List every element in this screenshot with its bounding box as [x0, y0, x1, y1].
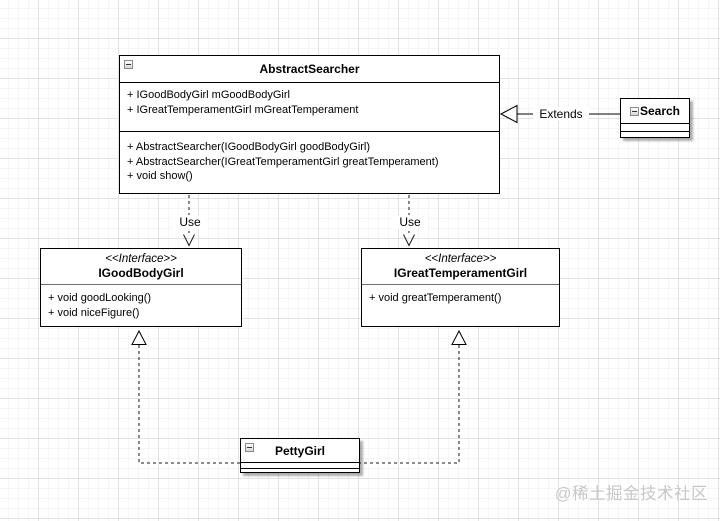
field-line: + IGoodBodyGirl mGoodBodyGirl — [127, 89, 290, 101]
implements-left-arrowhead-icon — [131, 329, 147, 345]
use-right-edge-label: Use — [392, 215, 428, 229]
implements-left-connector-line — [138, 345, 240, 464]
watermark-text: @稀土掘金技术社区 — [554, 485, 708, 503]
empty-fields-compartment — [621, 123, 689, 131]
class-box-search: Search — [620, 98, 690, 138]
use-right-arrowhead-icon — [403, 234, 415, 247]
method-line: + void greatTemperament() — [369, 292, 502, 304]
stereotype-label: <<Interface>> — [424, 253, 497, 265]
methods-compartment: + void goodLooking() + void niceFigure() — [41, 284, 241, 326]
use-left-arrowhead-icon — [183, 234, 195, 247]
collapse-icon — [629, 106, 639, 116]
class-name: PettyGirl — [274, 443, 325, 458]
empty-methods-compartment — [621, 131, 689, 137]
method-line: + AbstractSearcher(IGoodBodyGirl goodBod… — [127, 141, 371, 153]
extends-arrowhead-icon — [499, 104, 518, 124]
method-line: + AbstractSearcher(IGreatTemperamentGirl… — [127, 155, 439, 168]
interface-box-igoodbodygirl: <<Interface>> IGoodBodyGirl + void goodL… — [40, 248, 242, 327]
implements-right-connector-line — [360, 345, 460, 464]
interface-box-igreattemperamentgirl: <<Interface>> IGreatTemperamentGirl + vo… — [361, 248, 560, 327]
implements-right-arrowhead-icon — [451, 329, 467, 345]
method-line: + void niceFigure() — [48, 306, 140, 319]
method-line: + void show() — [127, 170, 193, 182]
class-name: AbstractSearcher — [259, 62, 360, 76]
empty-methods-compartment — [241, 468, 359, 472]
class-box-abstract-searcher: AbstractSearcher + IGoodBodyGirl mGoodBo… — [119, 55, 500, 194]
extends-edge-label: Extends — [533, 107, 589, 121]
interface-title-row: <<Interface>> IGreatTemperamentGirl — [362, 249, 559, 284]
class-title-row: Search — [621, 99, 689, 123]
empty-fields-compartment — [241, 462, 359, 468]
field-line: + IGreatTemperamentGirl mGreatTemperamen… — [127, 104, 359, 116]
methods-compartment: + AbstractSearcher(IGoodBodyGirl goodBod… — [120, 131, 499, 193]
interface-name: IGreatTemperamentGirl — [393, 266, 528, 280]
class-title-row: PettyGirl — [241, 439, 359, 462]
interface-title-row: <<Interface>> IGoodBodyGirl — [41, 249, 241, 284]
class-title-row: AbstractSearcher — [120, 56, 499, 82]
class-box-pettygirl: PettyGirl — [240, 438, 360, 473]
interface-name: IGoodBodyGirl — [98, 266, 184, 280]
class-name: Search — [639, 104, 681, 118]
methods-compartment: + void greatTemperament() — [362, 284, 559, 326]
collapse-icon — [124, 60, 133, 69]
use-left-edge-label: Use — [172, 215, 208, 229]
method-line: + void goodLooking() — [48, 292, 152, 304]
stereotype-label: <<Interface>> — [105, 253, 177, 265]
fields-compartment: + IGoodBodyGirl mGoodBodyGirl + IGreatTe… — [120, 82, 499, 131]
collapse-icon — [245, 443, 254, 452]
